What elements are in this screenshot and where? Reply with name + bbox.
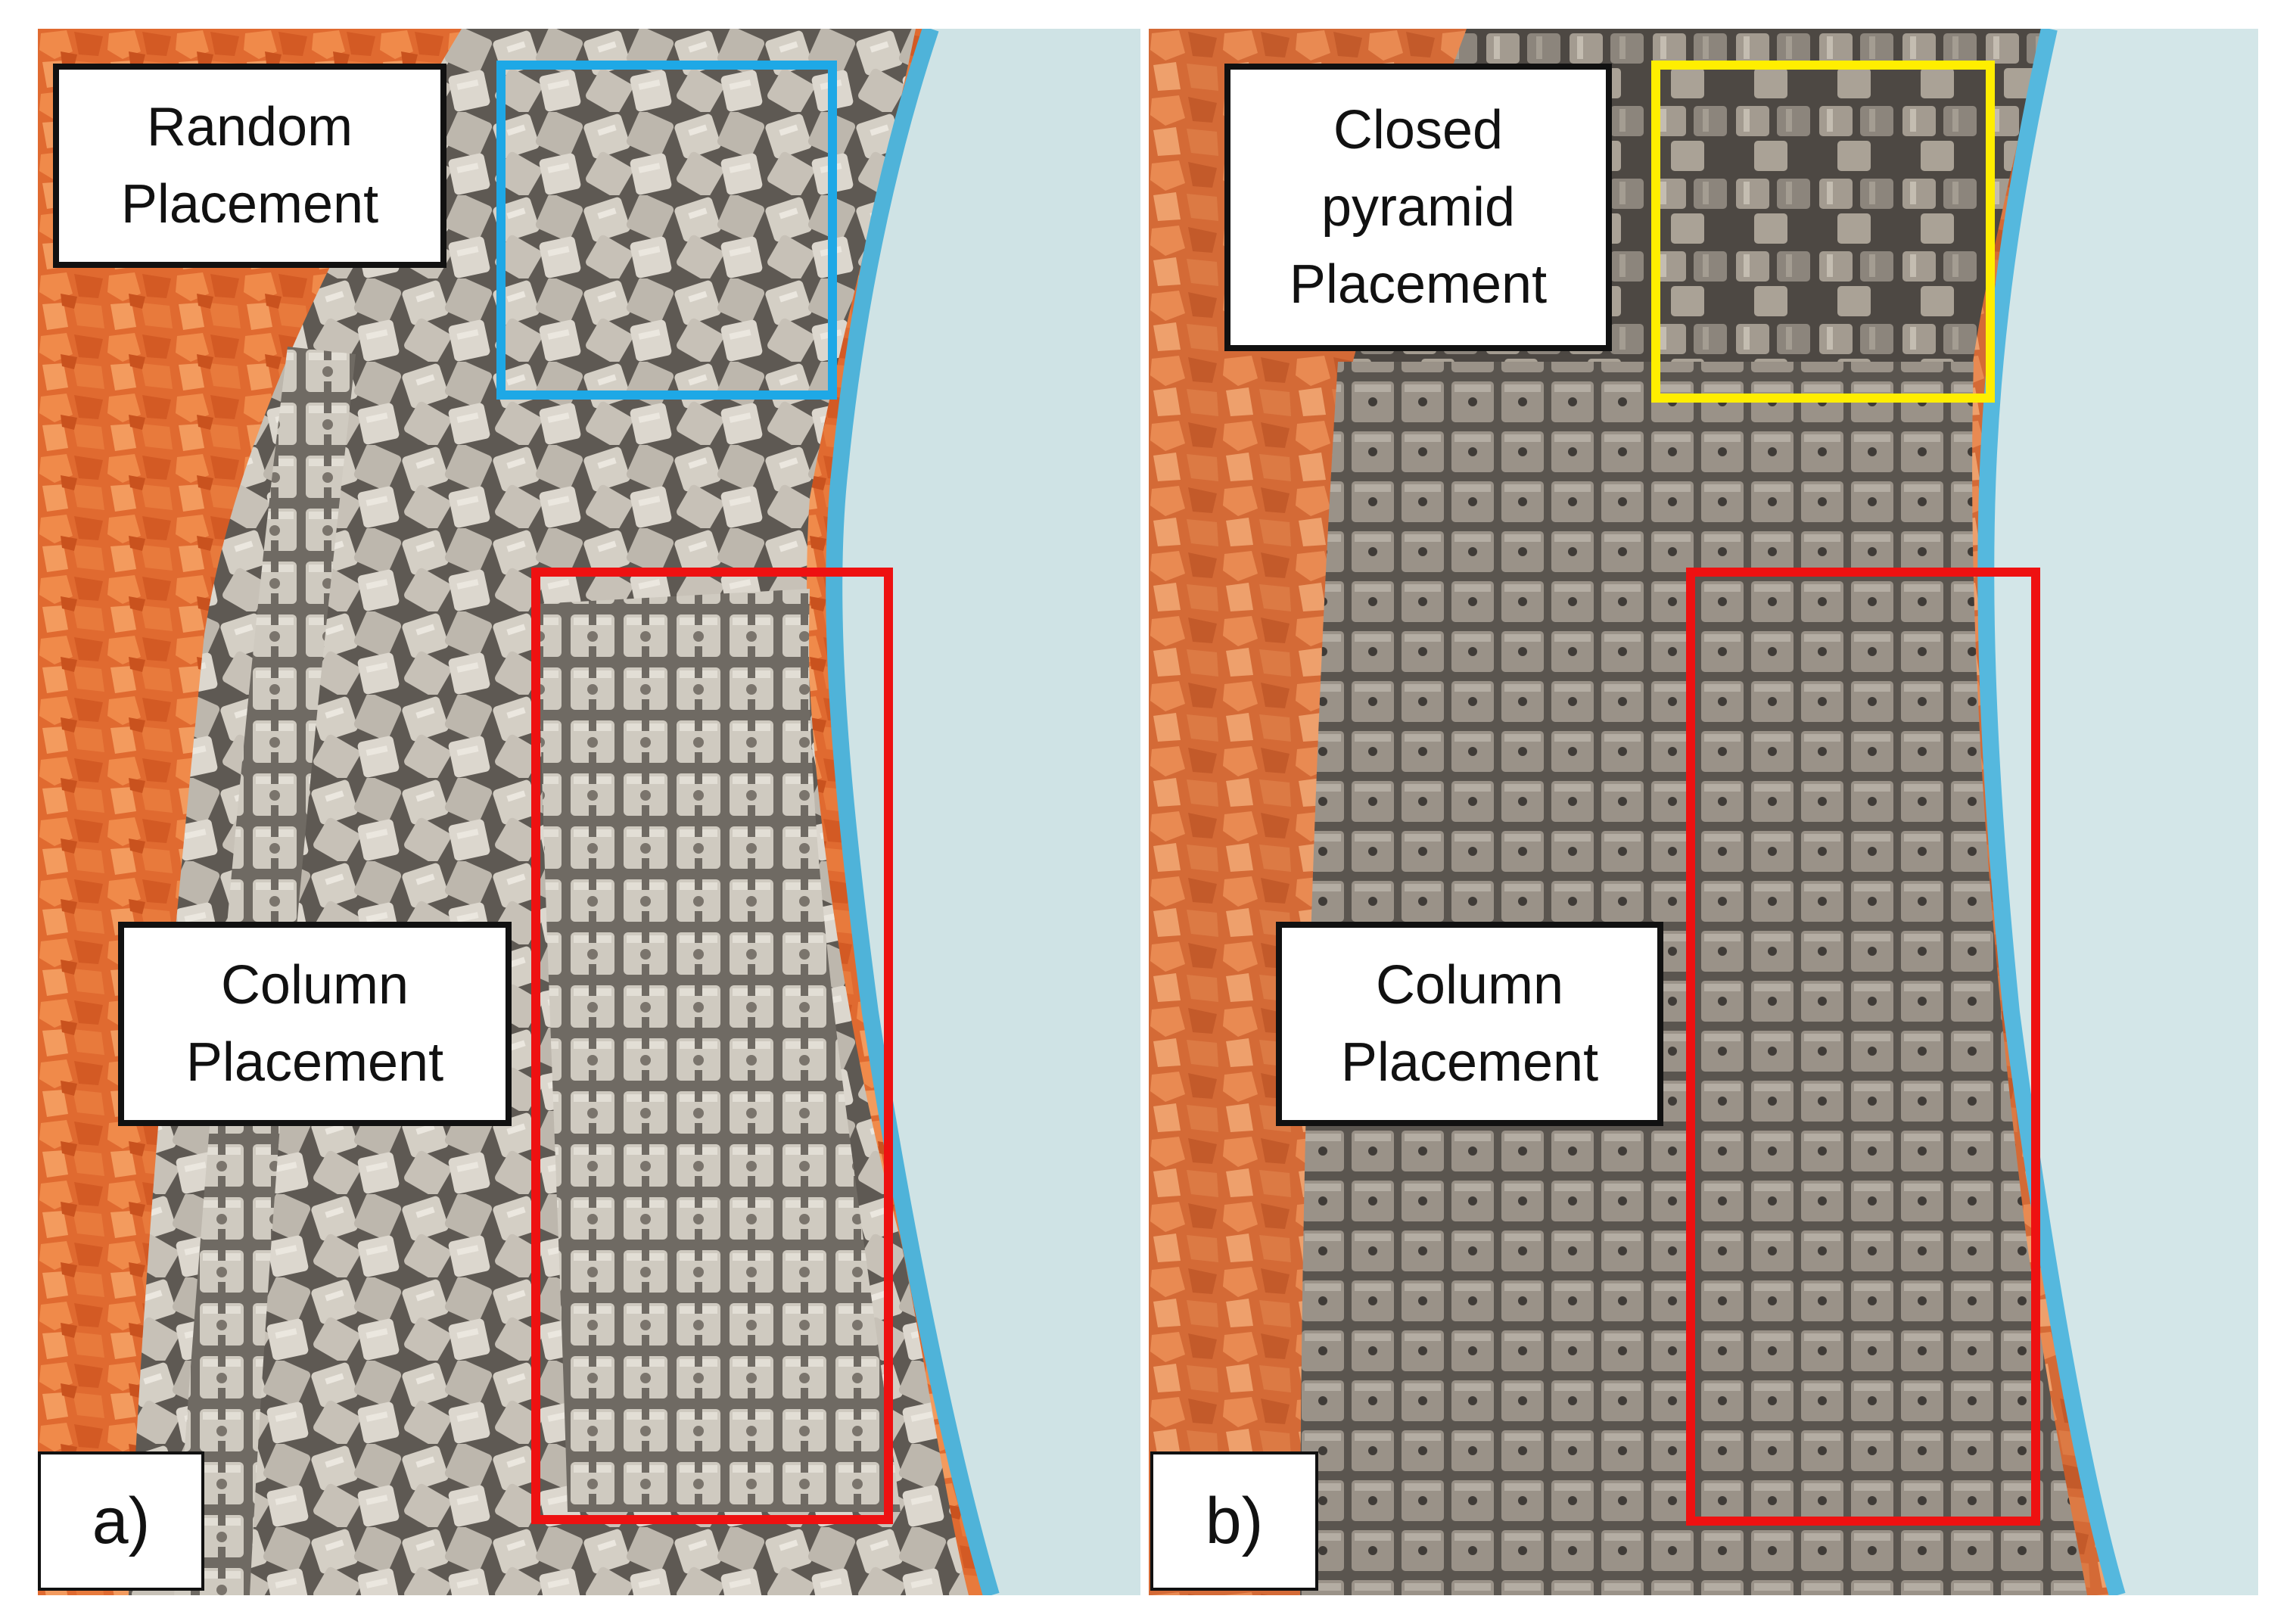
armour-photo-random-and-column xyxy=(38,29,1143,1595)
panel-tag-b: b) xyxy=(1150,1451,1318,1591)
panel-b-photo: Closed pyramid Placement Column Placemen… xyxy=(1149,29,2258,1595)
panel-tag-a: a) xyxy=(38,1451,204,1591)
random-placement-highlight-box xyxy=(496,61,837,400)
label-column-placement-a: Column Placement xyxy=(118,922,512,1126)
label-random-placement: Random Placement xyxy=(53,64,446,268)
closed-pyramid-highlight-box xyxy=(1651,61,1995,403)
column-placement-highlight-box-a xyxy=(531,568,893,1524)
label-closed-pyramid-placement: Closed pyramid Placement xyxy=(1224,64,1612,351)
panel-a-photo: Random Placement Column Placement a) xyxy=(38,29,1143,1595)
column-placement-highlight-box-b xyxy=(1686,568,2040,1526)
label-column-placement-b: Column Placement xyxy=(1276,922,1663,1126)
